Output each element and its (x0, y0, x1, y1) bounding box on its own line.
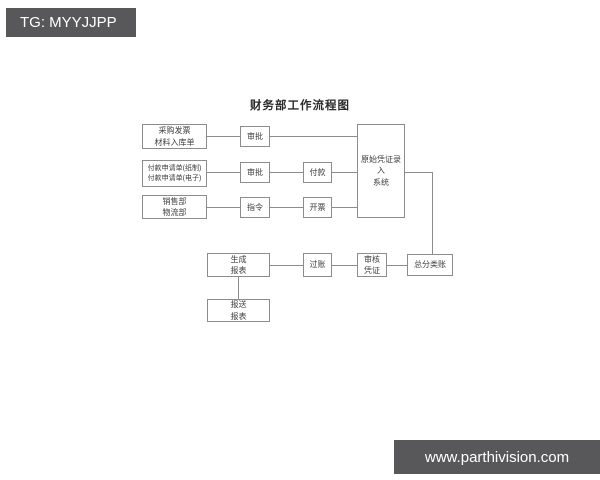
node-payment-request: 付款申请单(纸制) 付款申请单(电子) (142, 160, 207, 187)
connector-audit-to-ledger (387, 265, 407, 266)
connector-instruction-to-invoicing (270, 207, 303, 208)
connector-posting-to-audit (332, 265, 357, 266)
node-approval-2: 审批 (240, 162, 270, 183)
node-submit-report: 报送 报表 (207, 299, 270, 322)
node-generate-report: 生成 报表 (207, 253, 270, 277)
diagram-title: 财务部工作流程图 (250, 100, 350, 112)
node-posting: 过账 (303, 253, 332, 277)
node-sales-logistics: 销售部 物流部 (142, 195, 207, 219)
connector-payreq-to-approval2 (207, 172, 240, 173)
node-approval-1: 审批 (240, 126, 270, 147)
telegram-watermark-text: TG: MYYJJPP (20, 14, 117, 31)
node-purchase-invoice: 采购发票 材料入库单 (142, 124, 207, 149)
connector-approval1-to-system (270, 136, 357, 137)
connector-sales-to-instruction (207, 207, 240, 208)
connector-purchase-to-approval1 (207, 136, 240, 137)
connector-approval2-to-payment (270, 172, 303, 173)
node-voucher-entry-system: 原始凭证录入 系统 (357, 124, 405, 218)
node-payment: 付款 (303, 162, 332, 183)
node-audit-voucher: 审核 凭证 (357, 253, 387, 277)
connector-system-to-ledger-vertical (432, 172, 433, 254)
node-invoicing: 开票 (303, 197, 332, 218)
connector-payment-to-system (332, 172, 357, 173)
connector-genreport-to-posting (270, 265, 303, 266)
node-instruction: 指令 (240, 197, 270, 218)
website-watermark-text: www.parthivision.com (424, 448, 570, 466)
telegram-watermark-badge: TG: MYYJJPP (6, 8, 136, 37)
connector-genreport-to-submit-vertical (238, 277, 239, 299)
connector-system-out-horizontal (405, 172, 432, 173)
node-general-ledger: 总分类账 (407, 254, 453, 276)
connector-invoicing-to-system (332, 207, 357, 208)
website-watermark-badge: www.parthivision.com (394, 440, 600, 474)
